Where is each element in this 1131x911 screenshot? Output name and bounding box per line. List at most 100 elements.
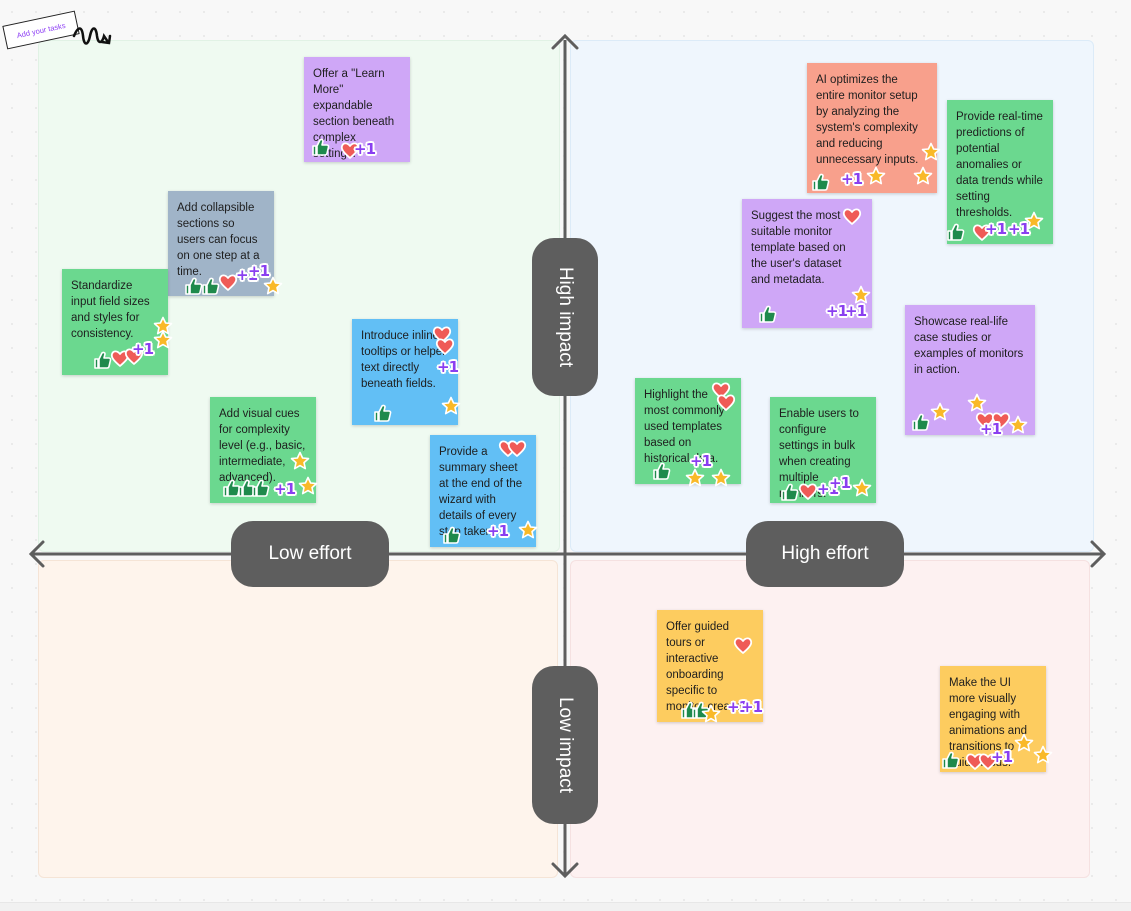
plus-one-sticker: +1 [1008, 220, 1030, 238]
thumb-sticker-icon [940, 750, 960, 770]
plus-one-sticker: +1 [829, 474, 851, 492]
sticky-note-text: AI optimizes the entire monitor setup by… [816, 74, 919, 166]
star-sticker-icon [298, 476, 318, 496]
axis-label-low-impact: Low impact [532, 666, 598, 824]
sticky-note-text: Showcase real-life case studies or examp… [914, 316, 1024, 376]
star-sticker-icon [913, 166, 933, 186]
heart-sticker-icon [978, 751, 998, 771]
sticky-note-text: Provide a summary sheet at the end of th… [439, 446, 523, 538]
heart-sticker-icon [716, 392, 736, 412]
squiggle-arrow-icon [72, 27, 112, 45]
plus-one-sticker: +1 [132, 340, 154, 358]
thumb-sticker-icon [945, 222, 965, 242]
heart-sticker-icon [435, 336, 455, 356]
star-sticker-icon [1033, 745, 1053, 765]
star-sticker-icon [866, 166, 886, 186]
plus-one-sticker: +1 [248, 262, 270, 280]
thumb-sticker-icon [250, 478, 270, 498]
star-sticker-icon [1024, 211, 1044, 231]
heart-sticker-icon [711, 380, 731, 400]
thumb-sticker-icon [372, 403, 392, 423]
plus-one-sticker: +1 [817, 480, 839, 498]
heart-sticker-icon [991, 410, 1011, 430]
star-sticker-icon [1014, 733, 1034, 753]
sticky-note-suggest-template[interactable]: Suggest the most suitable monitor templa… [742, 199, 872, 328]
plus-one-sticker: +1 [274, 480, 296, 498]
axis-label-high-effort: High effort [746, 521, 904, 587]
star-sticker-icon [263, 276, 283, 296]
sticky-note-text: Introduce inline tooltips or helper text… [361, 330, 447, 390]
plus-one-sticker: +1 [826, 302, 848, 320]
star-sticker-icon [441, 396, 461, 416]
plus-one-sticker: +1 [845, 302, 867, 320]
heart-sticker-icon [798, 481, 818, 501]
thumb-sticker-icon [183, 276, 203, 296]
thumb-sticker-icon [92, 350, 112, 370]
star-sticker-icon [852, 478, 872, 498]
axis-label-low-impact-text: Low impact [555, 696, 577, 794]
plus-one-sticker: +1 [991, 748, 1013, 766]
heart-sticker-icon [124, 346, 144, 366]
star-sticker-icon [930, 402, 950, 422]
star-sticker-icon [1008, 415, 1028, 435]
star-sticker-icon [711, 468, 731, 488]
thumb-sticker-icon [651, 461, 671, 481]
star-sticker-icon [685, 468, 705, 488]
heart-sticker-icon [972, 222, 992, 242]
sticky-note-ai-optimize[interactable]: AI optimizes the entire monitor setup by… [807, 63, 937, 193]
star-sticker-icon [921, 142, 941, 162]
sticky-note-text: Make the UI more visually engaging with … [949, 677, 1027, 769]
heart-sticker-icon [218, 272, 238, 292]
axis-label-low-effort-text: Low effort [268, 543, 352, 564]
star-sticker-icon [518, 520, 538, 540]
thumb-sticker-icon [310, 137, 330, 157]
sticky-note-text: Add visual cues for complexity level (e.… [219, 408, 306, 484]
sticky-note-guided-tours[interactable]: Offer guided tours or interactive onboar… [657, 610, 763, 722]
plus-one-sticker: +1 [841, 170, 863, 188]
heart-sticker-icon [733, 635, 753, 655]
axis-label-high-impact: High impact [532, 238, 598, 396]
plus-one-sticker: +1 [980, 420, 1002, 438]
sticky-note-text: Standardize input field sizes and styles… [71, 280, 150, 340]
sticky-note-text: Suggest the most suitable monitor templa… [751, 210, 846, 286]
sticky-note-case-studies[interactable]: Showcase real-life case studies or examp… [905, 305, 1035, 435]
bottom-edge [0, 902, 1131, 911]
quadrant-low-impact-low-effort [38, 560, 558, 878]
star-sticker-icon [153, 316, 173, 336]
star-sticker-icon [701, 704, 721, 724]
plus-one-sticker: +1 [985, 220, 1007, 238]
heart-sticker-icon [842, 206, 862, 226]
star-sticker-icon [967, 393, 987, 413]
sticky-note-text: Provide real-time predictions of potenti… [956, 111, 1043, 219]
heart-sticker-icon [340, 140, 360, 160]
star-sticker-icon [153, 330, 173, 350]
plus-one-sticker: +1 [690, 452, 712, 470]
axis-label-low-effort: Low effort [231, 521, 389, 587]
plus-one-sticker: +1 [727, 698, 749, 716]
sticky-note-learn-more[interactable]: Offer a "Learn More" expandable section … [304, 57, 410, 162]
thumb-sticker-icon [441, 525, 461, 545]
thumb-sticker-icon [779, 482, 799, 502]
plus-one-sticker: +1 [741, 698, 763, 716]
sticky-note-text: Highlight the most commonly used templat… [644, 389, 725, 465]
axis-label-high-impact-text: High impact [555, 266, 577, 368]
star-sticker-icon [851, 285, 871, 305]
thumb-sticker-icon [910, 412, 930, 432]
sticky-note-text: Offer a "Learn More" expandable section … [313, 68, 395, 160]
thumb-sticker-icon [200, 276, 220, 296]
sticky-note-animations[interactable]: Make the UI more visually engaging with … [940, 666, 1046, 772]
heart-sticker-icon [432, 324, 452, 344]
sticky-note-collapsible-sections[interactable]: Add collapsible sections so users can fo… [168, 191, 274, 296]
heart-sticker-icon [507, 438, 527, 458]
sticky-note-inline-tooltips[interactable]: Introduce inline tooltips or helper text… [352, 319, 458, 425]
plus-one-sticker: +1 [354, 140, 376, 158]
plus-one-sticker: +1 [236, 266, 258, 284]
plus-one-sticker: +1 [437, 358, 459, 376]
thumb-sticker-icon [757, 304, 777, 324]
plus-one-sticker: +1 [487, 522, 509, 540]
add-tasks-tag-label: Add your tasks [15, 20, 67, 40]
sticky-note-text: Add collapsible sections so users can fo… [177, 202, 260, 278]
thumb-sticker-icon [810, 172, 830, 192]
star-sticker-icon [290, 451, 310, 471]
